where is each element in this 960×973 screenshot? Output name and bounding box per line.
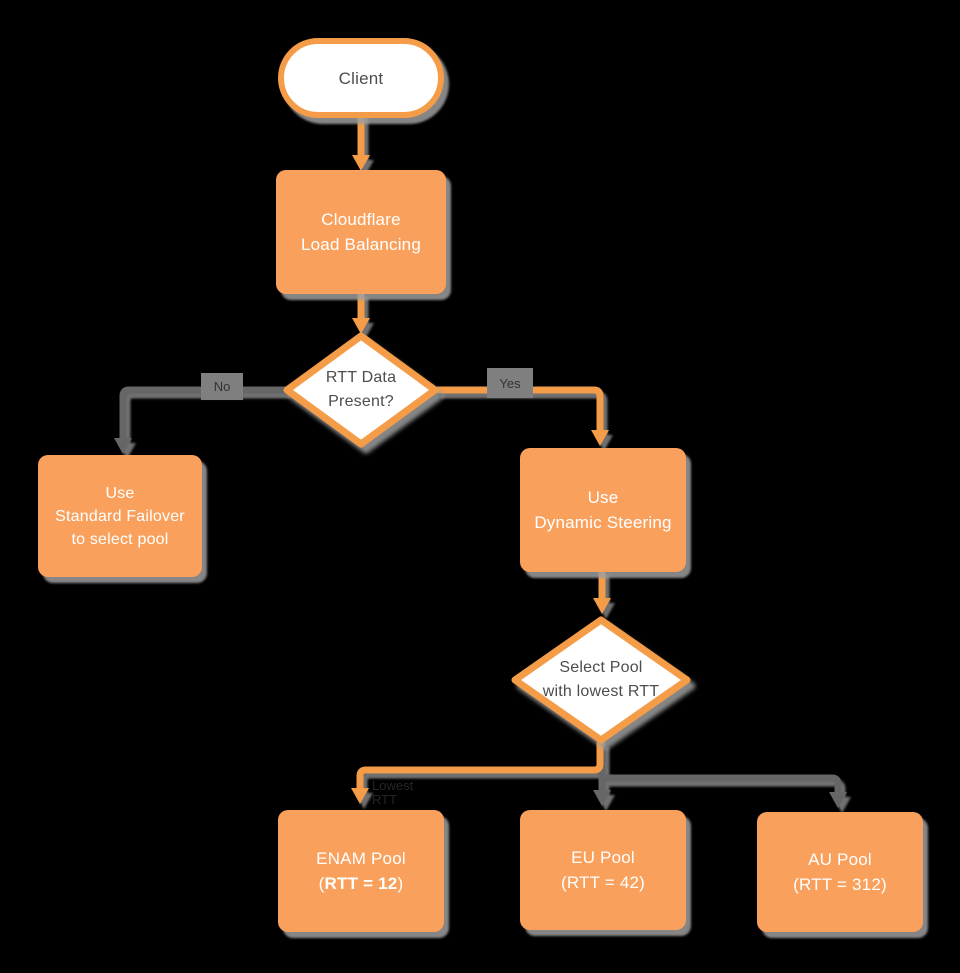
decision-select-line1: Select Pool bbox=[559, 659, 643, 676]
node-eu-line2: (RTT = 42) bbox=[560, 873, 646, 892]
enam-paren-close: ) bbox=[397, 874, 404, 893]
decision-rtt-line1: RTT Data bbox=[325, 369, 397, 386]
node-cloudflare-line2: Load Balancing bbox=[300, 235, 421, 254]
edge-yes-branch bbox=[437, 386, 604, 432]
enam-paren-open: ( bbox=[318, 874, 325, 893]
diamond-shape bbox=[283, 332, 439, 448]
decision-rtt-data-present: RTT Data Present? bbox=[283, 332, 439, 448]
node-enam-line1: ENAM Pool bbox=[316, 849, 406, 868]
arrowhead-dynamic-to-select bbox=[593, 598, 611, 614]
node-au-pool: AU Pool (RTT = 312) bbox=[757, 812, 923, 932]
arrowhead-client-to-lb bbox=[352, 155, 370, 171]
arrowhead-eu-pool bbox=[593, 790, 611, 806]
node-au-line1: AU Pool bbox=[808, 850, 872, 869]
edge-label-lowest-line1: Lowest bbox=[372, 778, 414, 793]
edge-to-enam-pool bbox=[356, 742, 604, 790]
node-cloudflare-line1: Cloudflare bbox=[321, 210, 401, 229]
node-failover-line3: to select pool bbox=[71, 530, 169, 548]
node-cloudflare-load-balancing: Cloudflare Load Balancing bbox=[276, 170, 446, 294]
edge-to-au-pool bbox=[602, 774, 842, 794]
arrowhead-no-branch bbox=[114, 438, 132, 454]
node-enam-pool: ENAM Pool (RTT = 12) bbox=[278, 810, 444, 932]
node-client: Client bbox=[278, 38, 444, 118]
decision-select-pool: Select Pool with lowest RTT bbox=[511, 616, 691, 744]
arrowhead-lb-to-decision bbox=[352, 318, 370, 334]
decision-select-line2: with lowest RTT bbox=[542, 683, 660, 700]
edge-label-lowest-line2: RTT bbox=[372, 792, 398, 807]
node-dynamic-line2: Dynamic Steering bbox=[534, 513, 672, 532]
node-dynamic-steering: Use Dynamic Steering bbox=[520, 448, 686, 572]
node-eu-line1: EU Pool bbox=[571, 848, 635, 867]
edge-label-yes: Yes bbox=[487, 368, 533, 398]
diamond-shape bbox=[511, 616, 691, 744]
edge-label-no: No bbox=[201, 373, 243, 400]
edge-no-branch bbox=[119, 386, 287, 440]
node-dynamic-line1: Use bbox=[587, 488, 619, 507]
arrowhead-yes-branch bbox=[591, 430, 609, 446]
enam-rtt-bold: RTT = 12 bbox=[324, 874, 398, 893]
node-standard-failover: Use Standard Failover to select pool bbox=[38, 455, 202, 577]
arrowhead-enam-pool bbox=[351, 788, 369, 804]
arrowhead-au-pool bbox=[829, 792, 847, 808]
node-failover-line2: Standard Failover bbox=[55, 507, 185, 525]
node-client-label: Client bbox=[338, 68, 384, 88]
decision-rtt-line2: Present? bbox=[328, 393, 394, 410]
node-enam-line2: (RTT = 12) bbox=[316, 871, 406, 896]
node-eu-pool: EU Pool (RTT = 42) bbox=[520, 810, 686, 930]
node-failover-line1: Use bbox=[105, 484, 135, 502]
edge-label-lowest-rtt: Lowest RTT bbox=[372, 779, 413, 807]
node-au-line2: (RTT = 312) bbox=[793, 875, 887, 894]
